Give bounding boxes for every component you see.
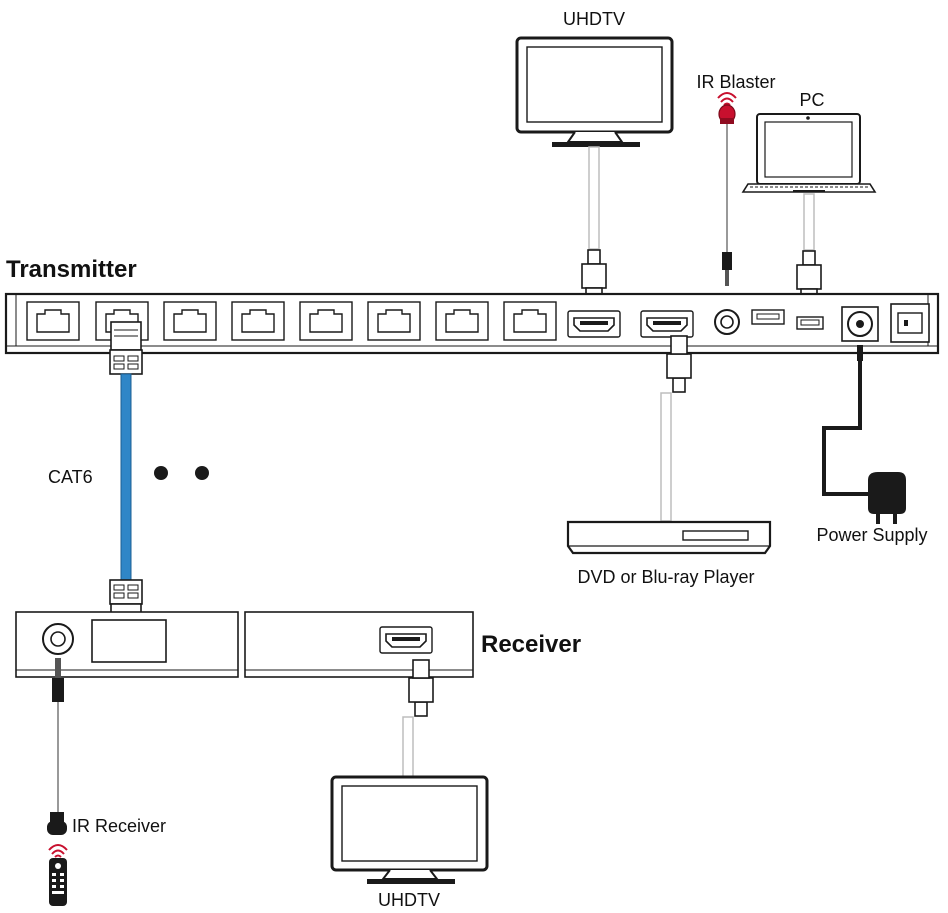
receiver-label: Receiver [481, 631, 581, 658]
rj45-port-7 [435, 301, 489, 341]
hdmi-cable-uhdtv-top [581, 146, 607, 307]
cat6-label: CAT6 [48, 467, 93, 487]
hdmi-in-port [640, 310, 694, 338]
rj45-plug-top [109, 321, 143, 375]
ir-receiver-label: IR Receiver [72, 816, 166, 836]
uhdtv-top-icon [515, 36, 674, 147]
pc-label: PC [799, 90, 824, 110]
power-adapter-icon [868, 472, 906, 524]
uhdtv-bottom-icon [330, 775, 489, 884]
ir-blaster-label: IR Blaster [696, 72, 775, 92]
uhdtv-bottom-label: UHDTV [378, 890, 440, 910]
hdmi-cable-dvd [660, 335, 692, 522]
rj45-port-5 [299, 301, 353, 341]
rj45-port-4 [231, 301, 285, 341]
hdmi-cable-pc [796, 193, 822, 308]
laptop-icon [741, 113, 877, 193]
ir-receiver-icon [47, 812, 67, 835]
receiver-device [15, 611, 474, 678]
power-supply-label: Power Supply [816, 525, 927, 545]
remote-control-icon [48, 844, 68, 906]
dvd-player-icon [566, 520, 772, 555]
ir-blaster-icon [717, 92, 737, 286]
cat6-cable [120, 373, 132, 581]
ir-receiver-cable [52, 658, 64, 812]
uhdtv-top-label: UHDTV [563, 9, 625, 29]
power-cable [822, 345, 868, 496]
ellipsis-dots [154, 466, 209, 480]
rj45-port-1 [26, 301, 80, 341]
receiver-hdmi-out [379, 626, 433, 654]
transmitter-label: Transmitter [6, 256, 137, 283]
dvd-player-label: DVD or Blu-ray Player [577, 567, 754, 587]
rj45-port-8 [503, 301, 557, 341]
hdmi-out-port [567, 310, 621, 338]
rj45-port-6 [367, 301, 421, 341]
transmitter-device [4, 292, 940, 355]
rj45-port-3 [163, 301, 217, 341]
